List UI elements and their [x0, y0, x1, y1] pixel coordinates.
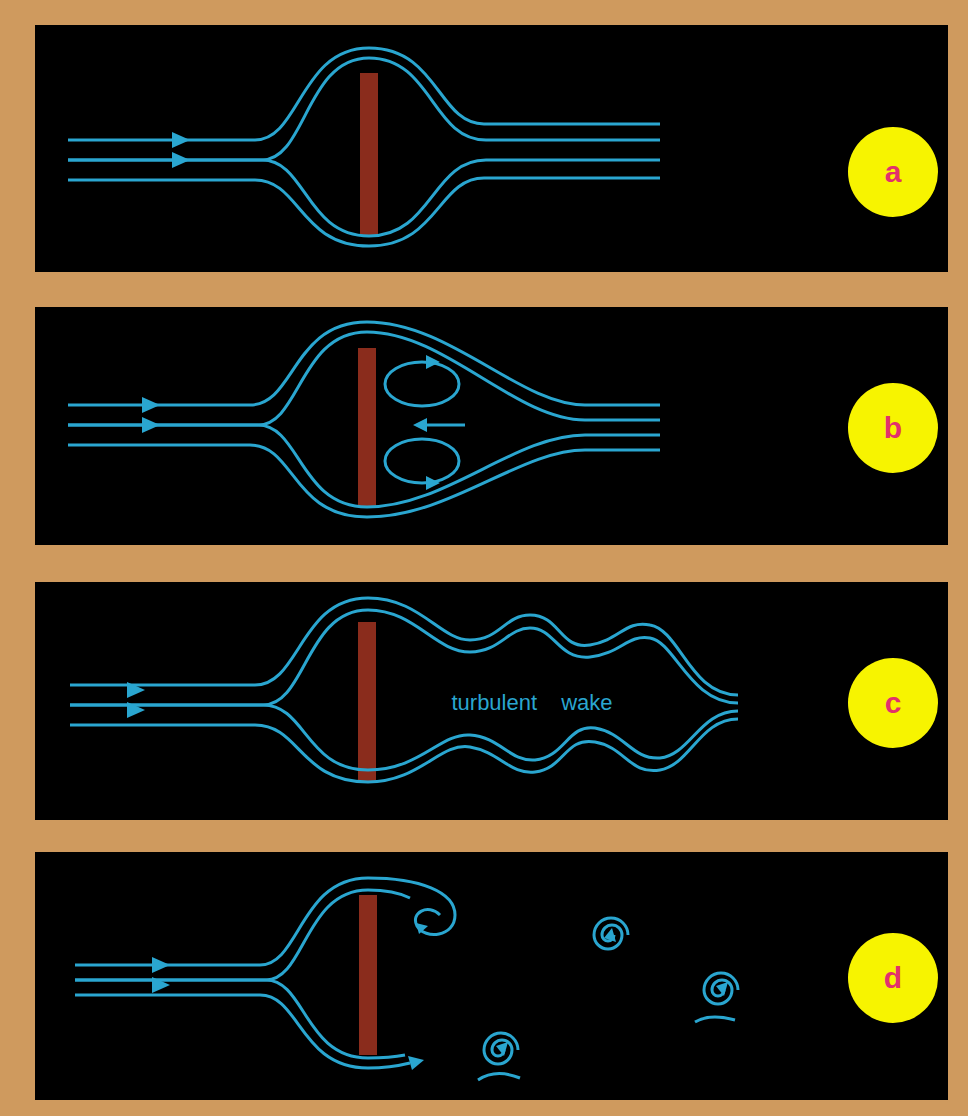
panel-letter: c	[885, 688, 902, 718]
panel-letter-circle: c	[848, 658, 938, 748]
panel-letter-circle: a	[848, 127, 938, 217]
panels	[35, 25, 948, 1100]
plates	[358, 73, 378, 1055]
wake-label: turbulent wake	[451, 690, 612, 716]
panel-letter: d	[884, 963, 902, 993]
panel-letter-circle: b	[848, 383, 938, 473]
panel-letter-circle: d	[848, 933, 938, 1023]
streamlines	[68, 48, 738, 1080]
panel-letter: a	[885, 157, 902, 187]
arrowheads	[127, 132, 728, 1070]
panel-letter: b	[884, 413, 902, 443]
